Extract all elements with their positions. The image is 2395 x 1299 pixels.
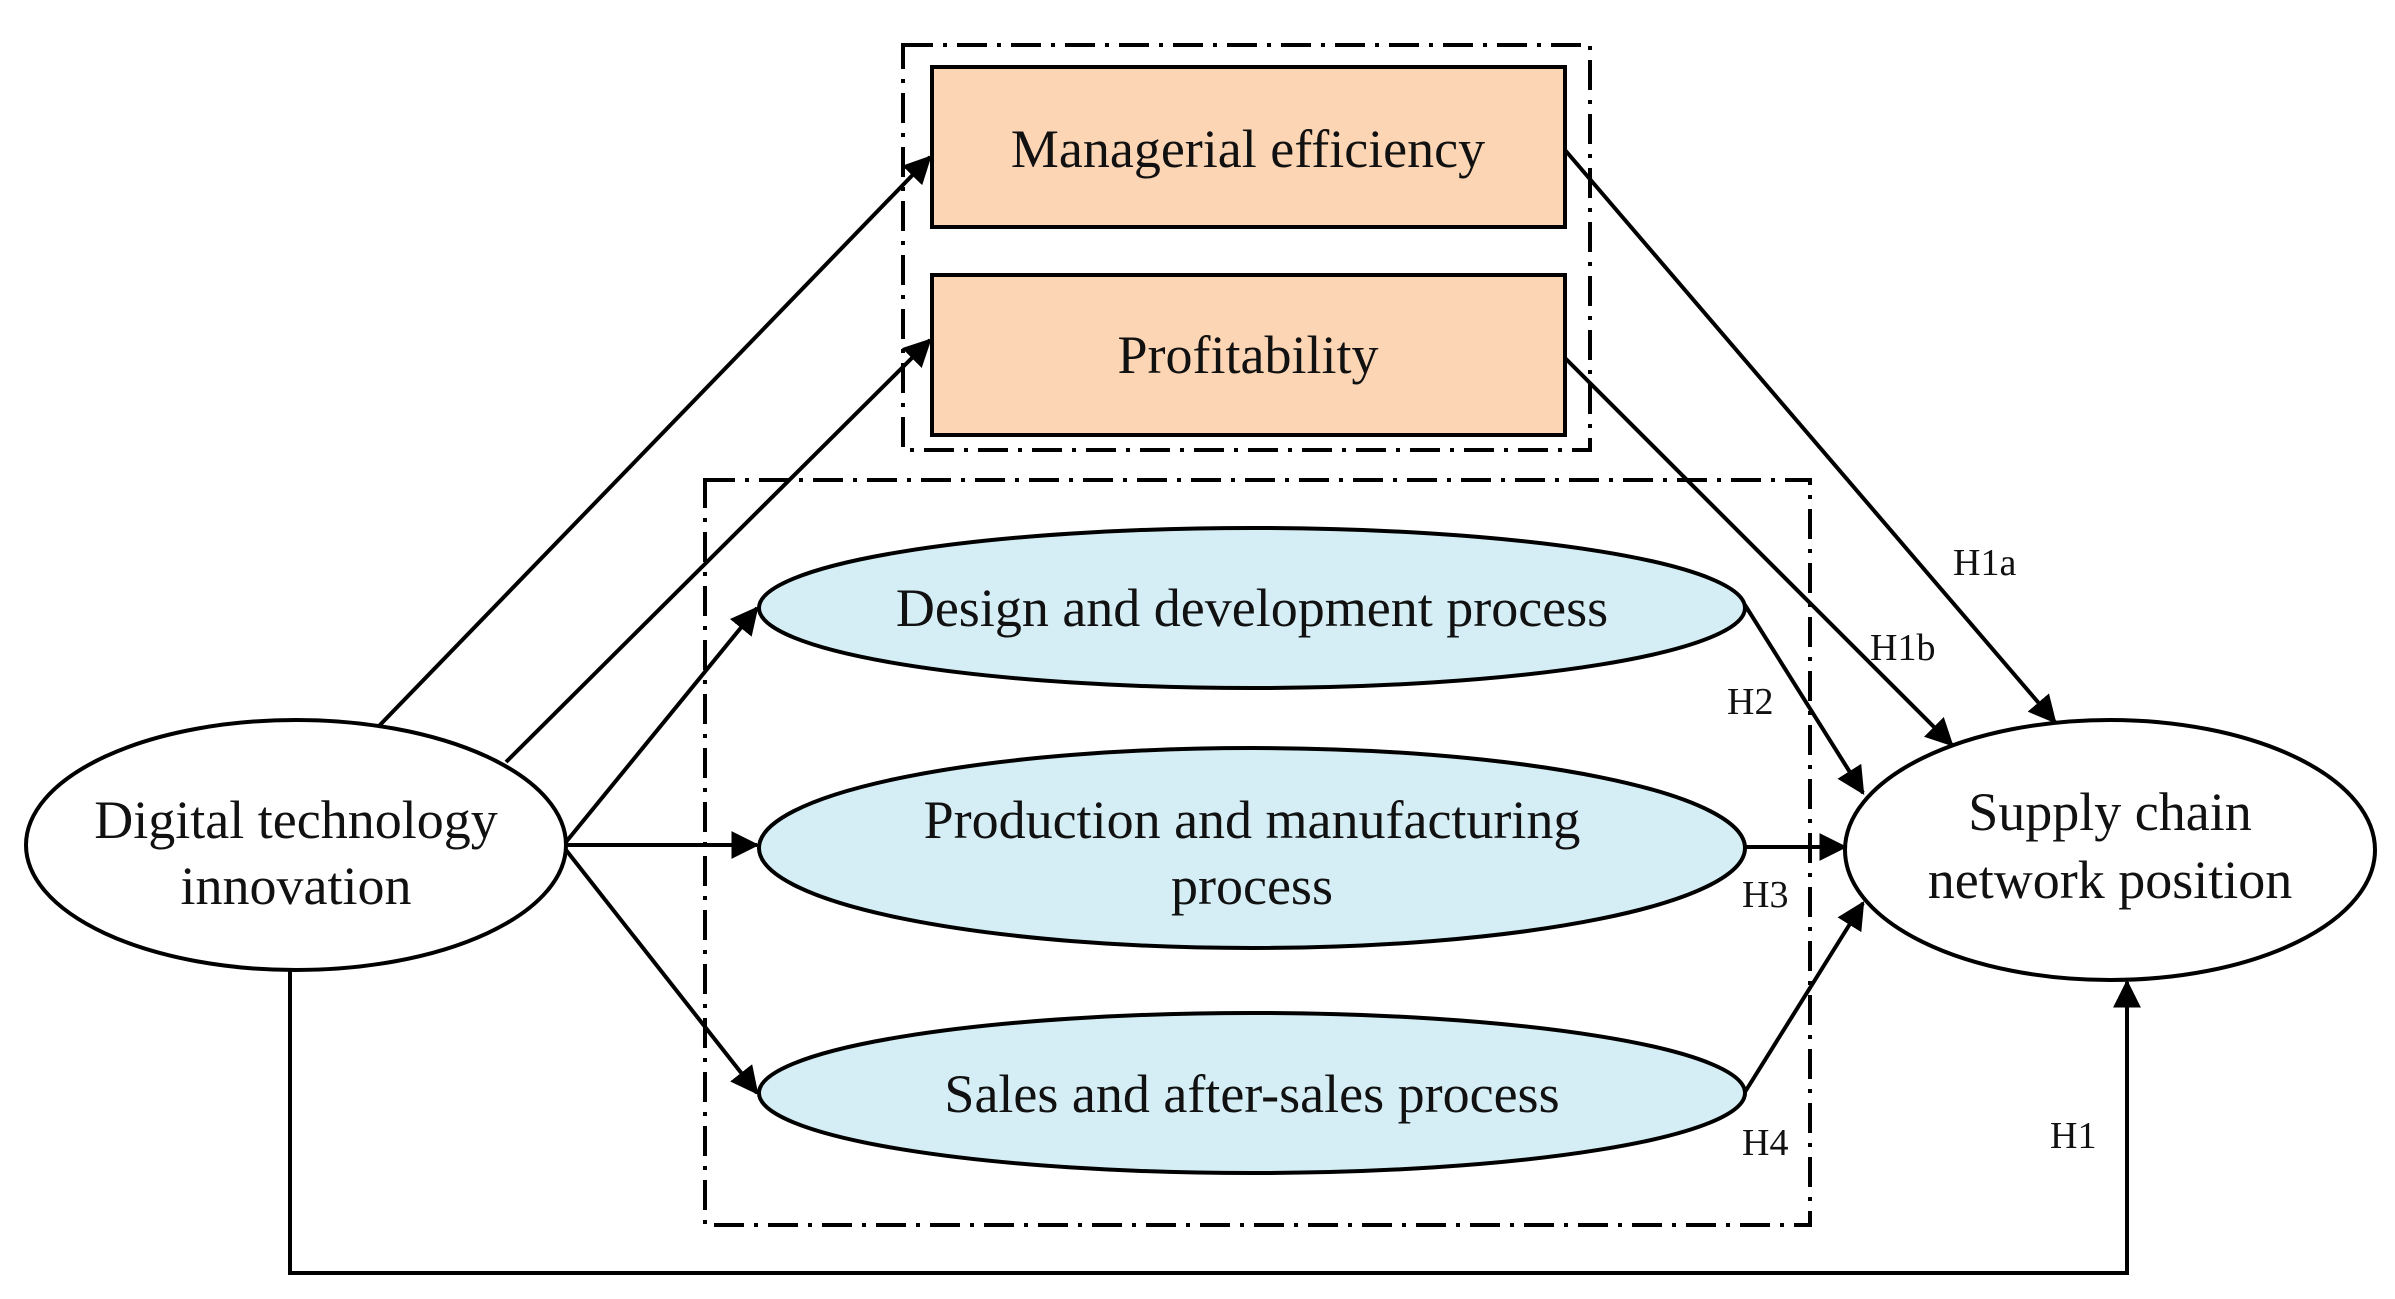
arrow-profitability-to-scnp xyxy=(1563,356,1954,747)
node-scnp-label-line1: Supply chain xyxy=(1968,782,2251,842)
node-sales-aftersales-label: Sales and after-sales process xyxy=(944,1064,1559,1124)
node-managerial-efficiency: Managerial efficiency xyxy=(930,65,1567,229)
node-sales-aftersales: Sales and after-sales process xyxy=(757,1011,1747,1175)
node-supply-chain-network-position: Supply chain network position xyxy=(1843,718,2377,982)
hypothesis-label-h3: H3 xyxy=(1742,874,1788,916)
arrow-managerial-to-scnp xyxy=(1563,148,2057,724)
node-production-manufacturing: Production and manufacturing process xyxy=(757,746,1747,950)
node-dti-label-line1: Digital technology xyxy=(94,790,497,850)
hypothesis-label-h1: H1 xyxy=(2050,1115,2096,1157)
node-production-manufacturing-label-line1: Production and manufacturing xyxy=(924,790,1581,850)
node-dti-label-line2: innovation xyxy=(181,856,412,916)
arrow-dti-to-scnp-direct xyxy=(288,970,2141,1275)
arrow-design-to-scnp xyxy=(1743,603,1865,795)
node-managerial-efficiency-label: Managerial efficiency xyxy=(1011,119,1485,179)
arrow-dti-to-managerial xyxy=(376,155,932,729)
node-digital-technology-innovation: Digital technology innovation xyxy=(24,718,568,972)
arrow-dti-to-profitability xyxy=(504,338,932,764)
node-design-development: Design and development process xyxy=(757,526,1747,690)
mediator-group-frame-process xyxy=(703,478,1812,1227)
hypothesis-label-h1a: H1a xyxy=(1953,542,2016,584)
node-profitability-label: Profitability xyxy=(1118,325,1379,385)
hypothesis-label-h4: H4 xyxy=(1742,1122,1788,1164)
arrow-dti-to-design xyxy=(564,606,759,844)
hypothesis-label-h2: H2 xyxy=(1727,681,1773,723)
arrow-dti-to-sales xyxy=(564,848,759,1095)
node-scnp-label-line2: network position xyxy=(1928,850,2292,910)
arrow-sales-to-scnp xyxy=(1743,901,1865,1094)
mediator-group-frame-financial xyxy=(901,43,1592,452)
node-design-development-label: Design and development process xyxy=(896,578,1608,638)
hypothesis-label-h1b: H1b xyxy=(1870,627,1935,669)
node-profitability: Profitability xyxy=(930,273,1567,437)
node-production-manufacturing-label-line2: process xyxy=(1171,856,1333,916)
